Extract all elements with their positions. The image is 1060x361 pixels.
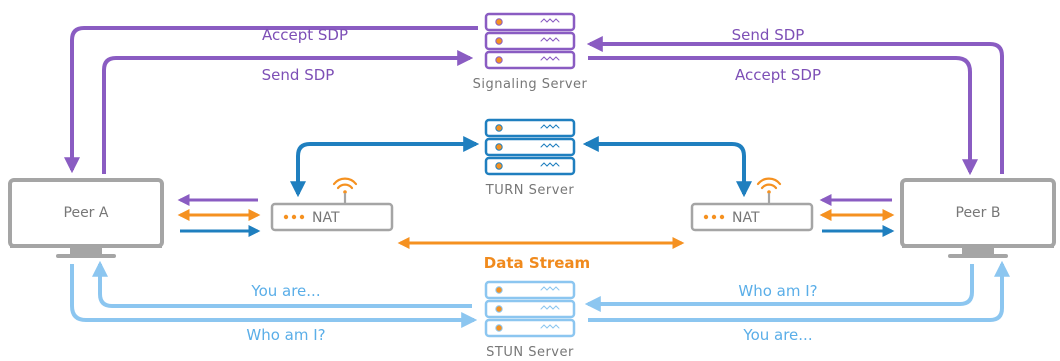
monitor-icon	[8, 178, 164, 258]
stun-server: STUN Server	[484, 280, 576, 360]
turn-server: TURN Server	[484, 118, 576, 198]
peer-b-nat-arrows	[819, 194, 895, 237]
accept-sdp-left-arrow	[64, 26, 478, 174]
wifi-icon	[332, 177, 358, 206]
you-are-right-arrow	[588, 260, 1010, 322]
stun-flows	[70, 260, 1010, 328]
turn-left-arrow	[290, 136, 480, 198]
you-are-left-arrow	[92, 260, 472, 308]
signaling-flows	[64, 26, 1004, 176]
peer-a: Peer A	[8, 178, 164, 258]
peer-a-label: Peer A	[64, 205, 109, 221]
who-am-i-left-arrow	[70, 264, 478, 328]
signaling-server: Signaling Server	[473, 12, 588, 92]
label-you-are-left: You are...	[250, 282, 320, 300]
label-accept-sdp-left: Accept SDP	[262, 26, 348, 44]
nat-left: NAT	[270, 177, 394, 232]
turn-flows	[290, 136, 752, 198]
label-accept-sdp-right: Accept SDP	[735, 66, 821, 84]
monitor-icon	[900, 178, 1056, 258]
peer-b: Peer B	[900, 178, 1056, 258]
nat-right: NAT	[690, 177, 814, 232]
label-send-sdp-left: Send SDP	[262, 66, 335, 84]
stun-server-label: STUN Server	[486, 345, 574, 360]
send-sdp-right-arrow	[586, 36, 1004, 174]
label-send-sdp-right: Send SDP	[732, 26, 805, 44]
peer-b-label: Peer B	[956, 205, 1001, 221]
label-who-am-i-left: Who am I?	[246, 326, 325, 344]
send-sdp-left-arrow	[102, 50, 474, 174]
who-am-i-right-arrow	[584, 264, 974, 312]
server-icon	[484, 12, 576, 70]
accept-sdp-right-arrow	[588, 56, 978, 176]
turn-server-label: TURN Server	[485, 183, 575, 198]
nat-left-label: NAT	[312, 210, 340, 226]
server-icon	[484, 118, 576, 176]
server-icon	[484, 280, 576, 338]
nat-right-label: NAT	[732, 210, 760, 226]
peer-a-nat-arrows	[177, 194, 261, 237]
wifi-icon	[756, 177, 782, 206]
signaling-server-label: Signaling Server	[473, 77, 588, 92]
data-stream-label: Data Stream	[484, 254, 590, 272]
label-who-am-i-right: Who am I?	[738, 282, 817, 300]
turn-right-arrow	[582, 136, 752, 198]
label-you-are-right: You are...	[742, 326, 812, 344]
